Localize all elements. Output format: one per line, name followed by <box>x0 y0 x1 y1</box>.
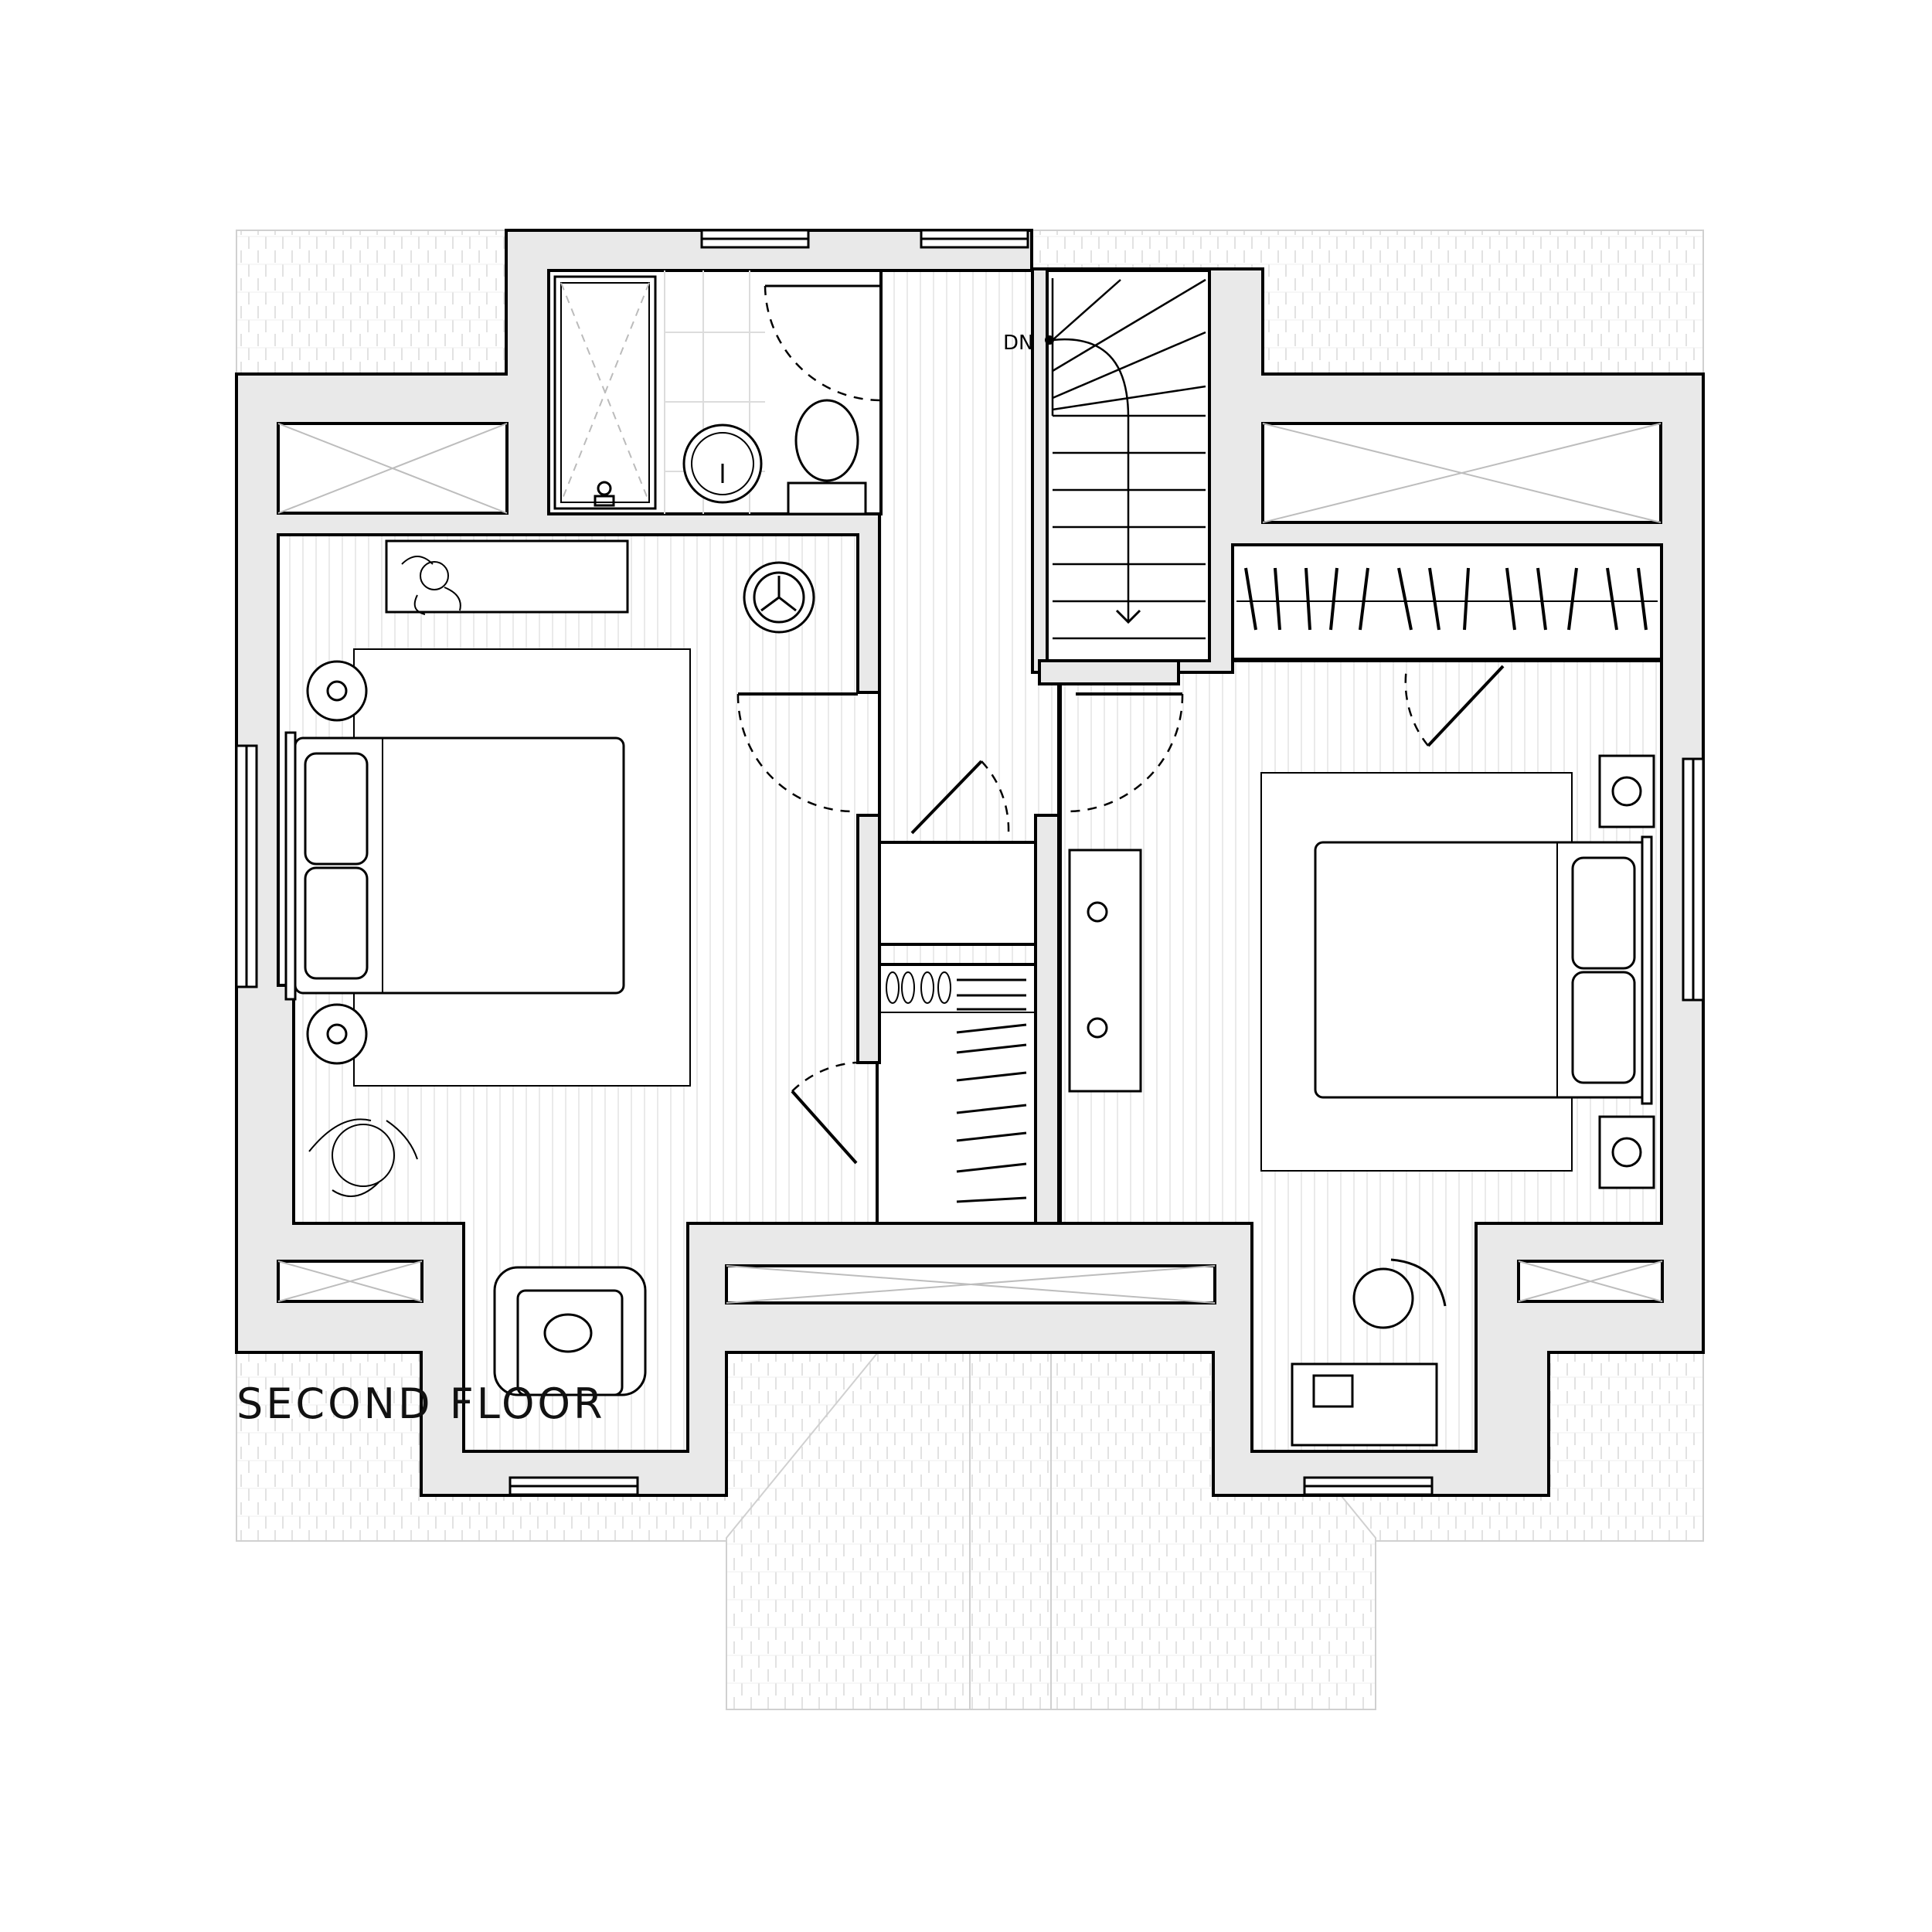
plant-icon <box>308 556 461 1197</box>
staircase <box>1045 269 1211 662</box>
right-bed <box>1260 772 1653 1172</box>
sink-icon <box>682 423 763 504</box>
round-chair-icon <box>743 561 815 634</box>
bathroom <box>547 269 883 515</box>
windows <box>235 229 1705 1496</box>
nightstand-lamp-icon <box>1598 754 1655 1189</box>
closets <box>277 422 1664 1304</box>
door-swings <box>736 665 1505 1165</box>
shoes-icon <box>886 971 951 1004</box>
faucet-icon <box>594 481 615 507</box>
toilet-icon <box>787 399 867 515</box>
stair-down-label: DN <box>1003 332 1033 355</box>
armchair-icon <box>493 1266 647 1396</box>
interior-walls <box>856 659 1180 1225</box>
left-bed <box>284 648 691 1087</box>
floor-title: SECOND FLOOR <box>236 1379 606 1428</box>
desk <box>1291 1362 1438 1447</box>
hall-console <box>1068 849 1142 1093</box>
desk-chair-icon <box>1352 1258 1447 1329</box>
dresser <box>385 539 629 614</box>
nightstand-lamp-icon <box>306 660 368 1065</box>
